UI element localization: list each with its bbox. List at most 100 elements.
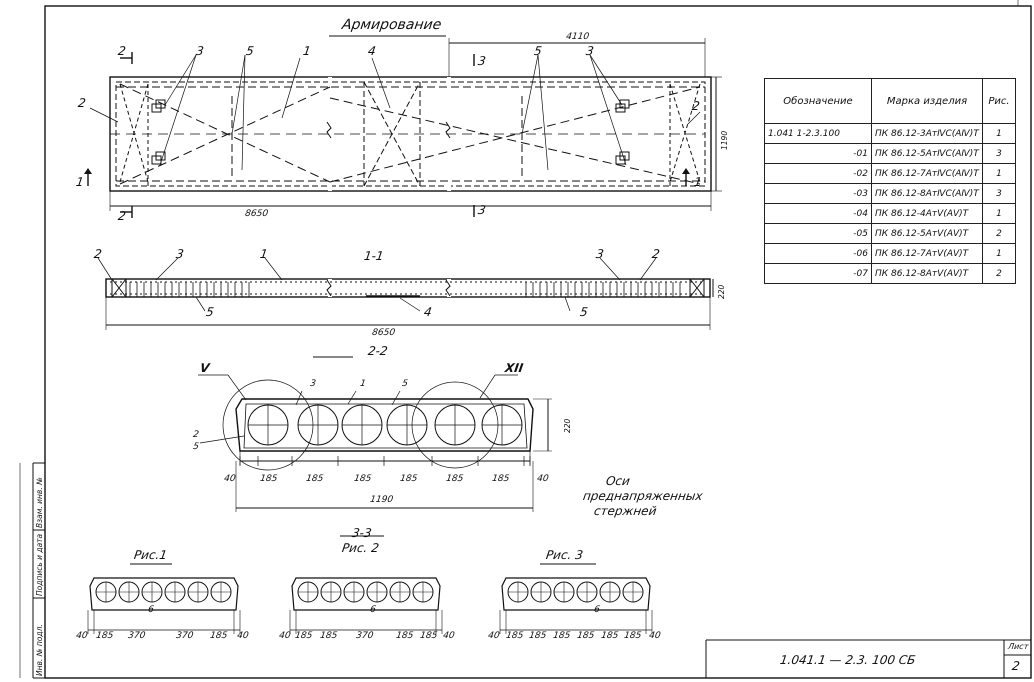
dim-span: 4110 [565, 32, 590, 42]
dim-length-section: 8650 [371, 328, 396, 338]
side-label-replace: Взам. инв. № [35, 477, 44, 528]
f1-pos6: 6 [147, 605, 155, 615]
col-header-designation: Обозначение [764, 78, 872, 124]
cell-mark: ПК 86.12-3АтⅣС(АⅣ)Т [871, 123, 983, 144]
fig-3-label: Рис. 3 [545, 548, 584, 562]
f3-p1: 185 [505, 631, 524, 641]
fig-1-label: Рис.1 [133, 548, 169, 562]
cell-mark: ПК 86.12-7АтⅣС(АⅣ)Т [871, 163, 983, 184]
cell-designation: -04 [764, 203, 872, 224]
dim-thickness-22: 220 [563, 418, 572, 433]
fig-2 [289, 577, 443, 634]
axes-note-3: стержней [593, 504, 658, 518]
f1-p1: 185 [95, 631, 114, 641]
cell-designation: -05 [764, 223, 872, 244]
cell-fig: 2 [982, 263, 1016, 284]
title-block [705, 639, 1031, 678]
dim-width-22: 1190 [369, 495, 394, 505]
section-cut-arrows [84, 168, 690, 174]
pos-2-e: 2 [192, 430, 200, 440]
side-label-sign: Подпись и дата [35, 533, 44, 596]
dim-thickness: 220 [717, 284, 726, 299]
section-2-2 [198, 374, 552, 512]
plan-view [87, 38, 722, 218]
f3-p6: 185 [623, 631, 642, 641]
f2-edge-l: 40 [278, 631, 292, 641]
cell-mark: ПК 86.12-5АтⅤ(АⅤ)Т [871, 223, 983, 244]
sheet-label: Лист [1007, 642, 1029, 651]
cell-designation: -07 [764, 263, 872, 284]
cell-fig: 1 [982, 123, 1016, 144]
section-2-2-label: 2-2 [367, 344, 389, 358]
f3-p3: 185 [552, 631, 571, 641]
node-v-label: V [199, 361, 211, 375]
axes-note-1: Оси [605, 474, 631, 488]
dim-pitch-22-4: 185 [399, 474, 418, 484]
cell-fig: 1 [982, 163, 1016, 184]
section-3-3-label: 3-3 [351, 526, 373, 540]
f1-p2: 185 [209, 631, 228, 641]
section-1-1-label: 1-1 [363, 249, 385, 263]
cell-mark: ПК 86.12-5АтⅣС(АⅣ)Т [871, 143, 983, 164]
f2-pos6: 6 [369, 605, 377, 615]
cell-designation: -03 [764, 183, 872, 204]
f1-mid1: 370 [127, 631, 146, 641]
f2-p2: 185 [319, 631, 338, 641]
cell-mark: ПК 86.12-8АтⅣС(АⅣ)Т [871, 183, 983, 204]
specification-table: Обозначение Марка изделия Рис. 1.041 1-2… [764, 78, 1016, 284]
dim-pitch-22-1: 185 [259, 474, 278, 484]
f3-p5: 185 [600, 631, 619, 641]
dim-pitch-22-2: 185 [305, 474, 324, 484]
f1-mid2: 370 [175, 631, 194, 641]
dim-pitch-22-5: 185 [445, 474, 464, 484]
f1-edge-l: 40 [75, 631, 89, 641]
f2-mid: 370 [355, 631, 374, 641]
dim-length: 8650 [244, 209, 269, 219]
dim-edge-22-left: 40 [223, 474, 237, 484]
cell-designation: -01 [764, 143, 872, 164]
dim-pitch-22-6: 185 [491, 474, 510, 484]
table-header-row: Обозначение Марка изделия Рис. [764, 78, 1016, 124]
cell-mark: ПК 86.12-7АтⅤ(АⅤ)Т [871, 243, 983, 264]
col-header-mark: Марка изделия [871, 78, 983, 124]
f2-p3: 185 [395, 631, 414, 641]
side-label-inv: Инв. № подл. [35, 624, 44, 676]
cell-fig: 3 [982, 143, 1016, 164]
pos-5-e: 5 [401, 379, 409, 389]
sheet-frame [44, 5, 1032, 679]
section-1-1 [97, 257, 714, 330]
f3-edge-r: 40 [648, 631, 662, 641]
cell-mark: ПК 86.12-8АтⅤ(АⅤ)Т [871, 263, 983, 284]
fig-1 [87, 577, 241, 634]
f3-p4: 185 [576, 631, 595, 641]
dim-width-plan: 1190 [720, 130, 729, 150]
col-header-fig: Рис. [982, 78, 1016, 124]
cell-fig: 1 [982, 243, 1016, 264]
pos-5-f: 5 [192, 442, 200, 452]
f3-p2: 185 [528, 631, 547, 641]
pos-3-e: 3 [309, 379, 317, 389]
axes-note-2: преднапряженных [582, 489, 704, 503]
side-stamp [19, 462, 45, 679]
cell-designation: 1.041 1-2.3.100 [764, 123, 872, 144]
node-xii-label: XII [504, 361, 525, 375]
cell-mark: ПК 86.12-4АтⅤ(АⅤ)Т [871, 203, 983, 224]
cell-fig: 2 [982, 223, 1016, 244]
fig-3 [499, 577, 653, 634]
cell-designation: -02 [764, 163, 872, 184]
drawing-title: Армирование [340, 17, 443, 33]
f1-edge-r: 40 [236, 631, 250, 641]
f3-pos6: 6 [593, 605, 601, 615]
fig-2-label: Рис. 2 [341, 541, 380, 555]
f2-p1: 185 [294, 631, 313, 641]
f2-p4: 185 [419, 631, 438, 641]
dim-edge-22-right: 40 [536, 474, 550, 484]
